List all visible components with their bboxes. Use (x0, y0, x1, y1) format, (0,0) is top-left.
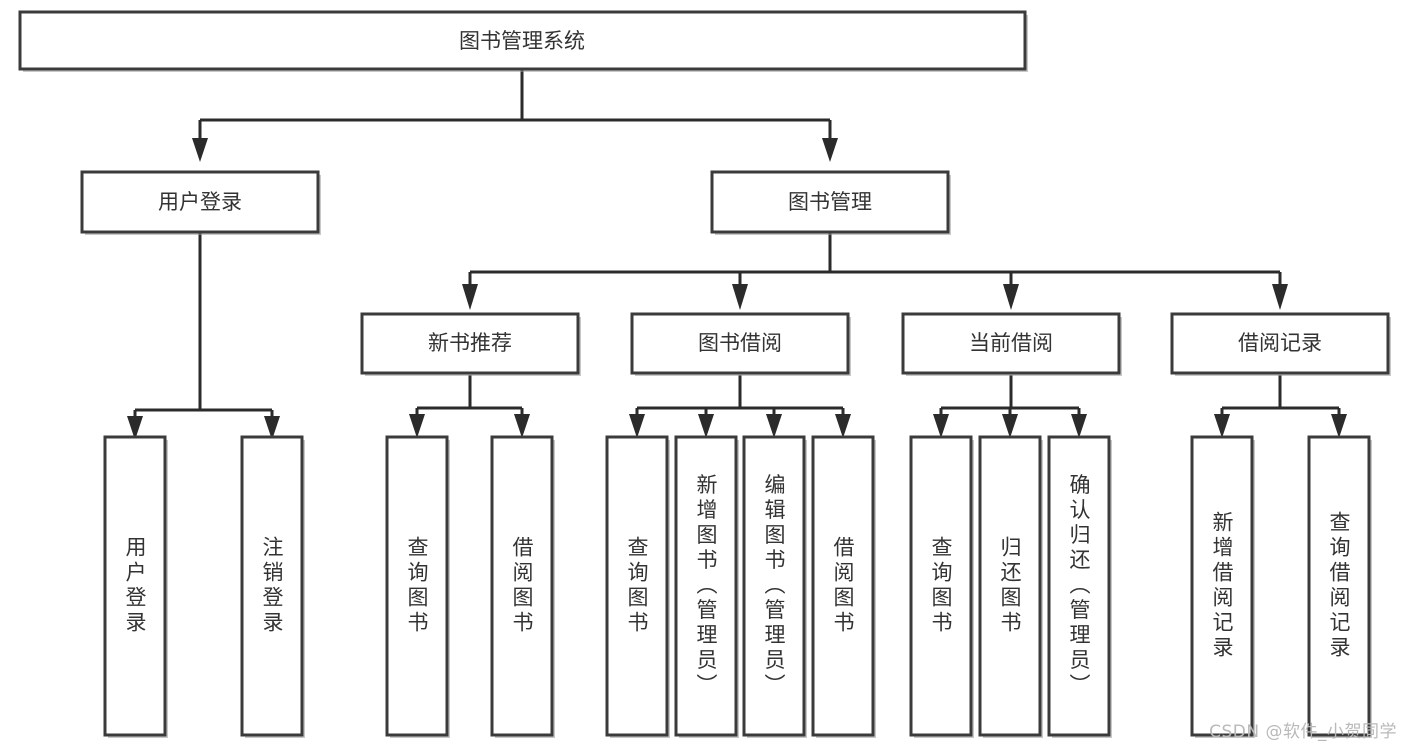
arrowhead-leaf-e1 (1214, 414, 1230, 438)
leaf-current-borrow-1-box[interactable] (909, 435, 973, 737)
arrowhead-leaf-c1 (629, 414, 645, 438)
arrowhead-book-mgmt (822, 138, 838, 162)
leaf-book-borrow-4[interactable]: 借阅图书 (811, 435, 876, 738)
book-management-box[interactable] (710, 170, 950, 234)
connectors-user-login (127, 232, 280, 440)
arrowhead-new-book (462, 284, 478, 310)
connectors-level0 (192, 69, 838, 162)
leaf-current-borrow-3-label: 确认归还（管理员） (1067, 474, 1091, 699)
leaf-book-borrow-2[interactable]: 新增图书（管理员） (674, 435, 739, 738)
leaf-user-login-2[interactable]: 注销登录 (240, 435, 305, 738)
leaf-borrow-record-2-box[interactable] (1307, 435, 1371, 737)
book-borrow-label: 图书借阅 (698, 331, 782, 355)
user-login-box[interactable] (80, 170, 320, 234)
leaf-book-borrow-4-label: 借阅图书 (831, 536, 855, 636)
leaf-borrow-record-1-box[interactable] (1190, 435, 1254, 737)
leaf-new-book-2-label: 借阅图书 (510, 536, 534, 636)
leaf-book-borrow-4-box[interactable] (811, 435, 875, 737)
arrowhead-leaf-c3 (766, 414, 782, 438)
leaf-user-login-1[interactable]: 用户登录 (103, 435, 168, 738)
arrowhead-leaf-d3 (1071, 414, 1087, 438)
leaf-current-borrow-2-box[interactable] (978, 435, 1042, 737)
arrowhead-user-login (192, 138, 208, 162)
leaf-book-borrow-2-box[interactable] (674, 435, 738, 737)
leaf-current-borrow-2-label: 归还图书 (998, 536, 1022, 636)
book-management-label: 图书管理 (788, 190, 872, 214)
arrowhead-leaf-c4 (835, 414, 851, 438)
leaf-book-borrow-3[interactable]: 编辑图书（管理员） (742, 435, 807, 738)
arrowhead-leaf-d2 (1002, 414, 1018, 438)
leaf-new-book-1-box[interactable] (385, 435, 449, 737)
new-book-recommend-label: 新书推荐 (428, 331, 512, 355)
current-borrow-box[interactable] (901, 312, 1121, 375)
arrowhead-book-borrow (732, 284, 748, 310)
connectors-current-borrow (933, 375, 1087, 438)
leaf-borrow-record-2-label: 查询借阅记录 (1327, 511, 1351, 661)
leaf-new-book-1[interactable]: 查询图书 (385, 435, 450, 738)
root-box[interactable] (18, 10, 1027, 71)
node-book-management[interactable]: 图书管理 (710, 170, 951, 235)
leaf-borrow-record-2[interactable]: 查询借阅记录 (1307, 435, 1372, 738)
user-login-label: 用户登录 (158, 190, 242, 214)
borrow-record-box[interactable] (1170, 312, 1390, 375)
new-book-recommend-box[interactable] (360, 312, 580, 375)
node-borrow-record[interactable]: 借阅记录 (1170, 312, 1391, 376)
arrowhead-leaf-b2 (514, 414, 530, 438)
leaf-user-login-1-box[interactable] (103, 435, 167, 737)
node-user-login[interactable]: 用户登录 (80, 170, 321, 235)
leaf-book-borrow-3-label: 编辑图书（管理员） (762, 474, 786, 699)
leaf-user-login-2-label: 注销登录 (260, 536, 284, 636)
connectors-book-mgmt (462, 232, 1288, 310)
arrowhead-borrow-record (1272, 284, 1288, 310)
leaf-user-login-1-label: 用户登录 (123, 536, 147, 636)
leaf-current-borrow-1[interactable]: 查询图书 (909, 435, 974, 738)
leaf-new-book-2[interactable]: 借阅图书 (490, 435, 555, 738)
arrowhead-leaf-c2 (698, 414, 714, 438)
leaf-borrow-record-1[interactable]: 新增借阅记录 (1190, 435, 1255, 738)
leaf-current-borrow-2[interactable]: 归还图书 (978, 435, 1043, 738)
leaf-book-borrow-2-label: 新增图书（管理员） (694, 474, 718, 699)
leaf-book-borrow-3-box[interactable] (742, 435, 806, 737)
arrowhead-leaf-a2 (264, 416, 280, 440)
arrowhead-leaf-e2 (1331, 414, 1347, 438)
node-new-book-recommend[interactable]: 新书推荐 (360, 312, 581, 376)
leaf-book-borrow-1-box[interactable] (605, 435, 669, 737)
leaf-book-borrow-1[interactable]: 查询图书 (605, 435, 670, 738)
root-label: 图书管理系统 (459, 29, 585, 53)
leaf-current-borrow-3[interactable]: 确认归还（管理员） (1047, 435, 1112, 738)
arrowhead-leaf-b1 (409, 414, 425, 438)
leaf-new-book-1-label: 查询图书 (405, 536, 429, 636)
node-book-borrow[interactable]: 图书借阅 (630, 312, 851, 376)
connectors-new-book (409, 375, 530, 438)
borrow-record-label: 借阅记录 (1238, 331, 1322, 355)
node-root[interactable]: 图书管理系统 (18, 10, 1028, 72)
connectors-borrow-record (1214, 375, 1347, 438)
leaf-current-borrow-1-label: 查询图书 (929, 536, 953, 636)
arrowhead-leaf-d1 (933, 414, 949, 438)
leaf-new-book-2-box[interactable] (490, 435, 554, 737)
node-current-borrow[interactable]: 当前借阅 (901, 312, 1122, 376)
leaf-book-borrow-1-label: 查询图书 (625, 536, 649, 636)
connectors-book-borrow (629, 375, 851, 438)
book-borrow-box[interactable] (630, 312, 850, 375)
arrowhead-current-borrow (1003, 284, 1019, 310)
leaf-current-borrow-3-box[interactable] (1047, 435, 1111, 737)
leaf-borrow-record-1-label: 新增借阅记录 (1210, 511, 1234, 661)
arrowhead-leaf-a1 (127, 416, 143, 440)
leaf-user-login-2-box[interactable] (240, 435, 304, 737)
current-borrow-label: 当前借阅 (969, 331, 1053, 355)
